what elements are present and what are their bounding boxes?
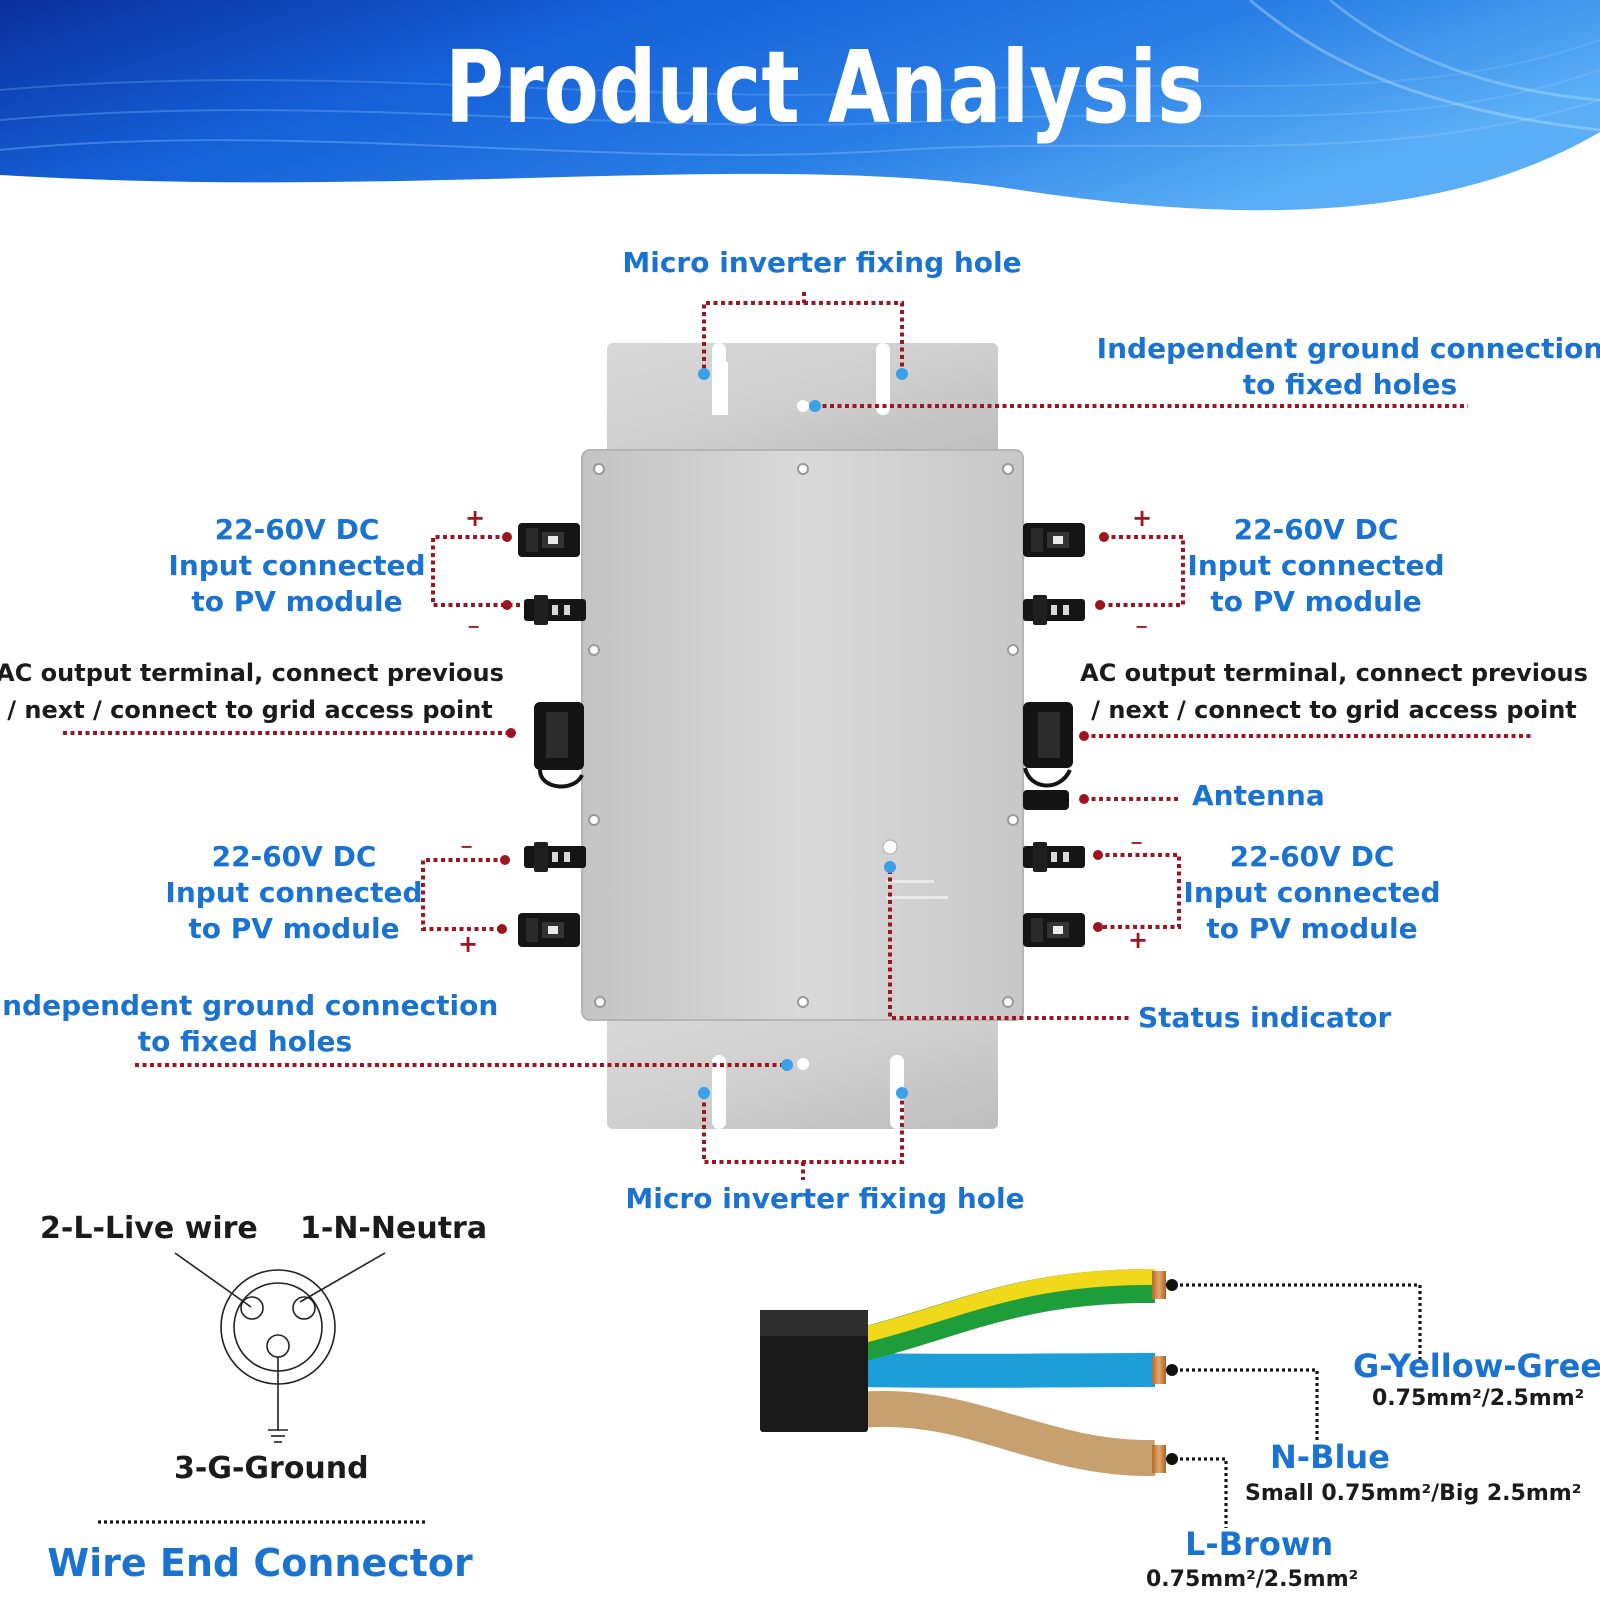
label-status-indicator: Status indicator: [1138, 1001, 1391, 1034]
bottom-mounting-plate: [607, 1015, 998, 1129]
ac-connector-left: [534, 702, 584, 789]
label-dc-tl-1: 22-60V DC: [215, 513, 380, 546]
mc4-connector-left-plus: [518, 523, 580, 557]
label-ground-wire: 3-G-Ground: [174, 1451, 369, 1486]
label-dc-br-2: Input connected: [1183, 876, 1440, 909]
mc4-connector-left-minus-2: [524, 842, 586, 872]
label-fixing-hole-bottom: Micro inverter fixing hole: [625, 1182, 1024, 1215]
plug-diagram: [174, 1252, 386, 1443]
label-dc-tr-1: 22-60V DC: [1234, 513, 1399, 546]
antenna-stub: [1023, 790, 1069, 810]
mc4-connector-left-plus-2: [518, 913, 580, 947]
label-dc-tr-3: to PV module: [1210, 585, 1421, 618]
minus-mark: −: [460, 837, 473, 856]
label-antenna: Antenna: [1192, 779, 1325, 812]
leader-lines: [63, 292, 1531, 1180]
minus-mark: −: [1135, 617, 1148, 636]
label-ground-right-1: Independent ground connection: [1097, 332, 1600, 365]
spec-blue: Small 0.75mm²/Big 2.5mm²: [1245, 1481, 1581, 1506]
mc4-connector-right-plus: [1023, 523, 1085, 557]
minus-mark: −: [467, 617, 480, 636]
inverter-body: [581, 449, 1024, 1021]
plus-mark: +: [1132, 504, 1152, 532]
anchor-points: [698, 368, 908, 1099]
label-ac-left-1: AC output terminal, connect previous: [0, 659, 504, 687]
label-ground-left-1: Independent ground connection: [0, 989, 498, 1022]
plus-mark: +: [1128, 926, 1148, 954]
label-dc-br-1: 22-60V DC: [1230, 840, 1395, 873]
mc4-connector-right-minus-2: [1023, 842, 1085, 872]
label-yellow-green: G-Yellow-Green: [1353, 1347, 1600, 1385]
label-live-wire: 2-L-Live wire: [40, 1211, 258, 1246]
label-ac-right-1: AC output terminal, connect previous: [1080, 659, 1588, 687]
label-dc-tl-3: to PV module: [191, 585, 402, 618]
spec-yellow-green: 0.75mm²/2.5mm²: [1372, 1386, 1584, 1411]
ac-connector-right: [1023, 702, 1073, 788]
power-cable: [760, 1268, 1166, 1477]
label-blue: N-Blue: [1270, 1438, 1390, 1476]
label-dc-bl-2: Input connected: [165, 876, 422, 909]
leader-dots: [497, 532, 1109, 934]
cable-jacket: [760, 1310, 868, 1432]
label-fixing-hole-top: Micro inverter fixing hole: [622, 246, 1021, 279]
minus-mark: −: [1130, 833, 1143, 852]
page-title: Product Analysis: [445, 29, 1205, 146]
top-mounting-plate: [607, 343, 998, 455]
label-dc-tr-2: Input connected: [1187, 549, 1444, 582]
polarity-marks: + − + − − + − +: [458, 504, 1152, 958]
mc4-connector-left-minus: [524, 595, 586, 625]
label-dc-br-3: to PV module: [1206, 912, 1417, 945]
status-led: [882, 839, 898, 855]
mc4-connector-right-plus-2: [1023, 913, 1085, 947]
plus-mark: +: [465, 504, 485, 532]
header-banner: [0, 0, 1600, 211]
label-brown: L-Brown: [1185, 1525, 1333, 1563]
label-ground-right-2: to fixed holes: [1243, 368, 1457, 401]
label-ground-left-2: to fixed holes: [138, 1025, 352, 1058]
plus-mark: +: [458, 930, 478, 958]
label-dc-bl-1: 22-60V DC: [212, 840, 377, 873]
label-ac-left-2: / next / connect to grid access point: [7, 696, 493, 724]
label-dc-bl-3: to PV module: [188, 912, 399, 945]
wire-end-connector-title: Wire End Connector: [47, 1541, 473, 1585]
mc4-connector-right-minus: [1023, 595, 1085, 625]
micro-inverter: [518, 343, 1085, 1129]
label-ac-right-2: / next / connect to grid access point: [1091, 696, 1577, 724]
spec-brown: 0.75mm²/2.5mm²: [1146, 1567, 1358, 1592]
label-dc-tl-2: Input connected: [168, 549, 425, 582]
label-neutral-wire: 1-N-Neutra: [300, 1211, 487, 1246]
cable-leaders: [1180, 1283, 1422, 1528]
